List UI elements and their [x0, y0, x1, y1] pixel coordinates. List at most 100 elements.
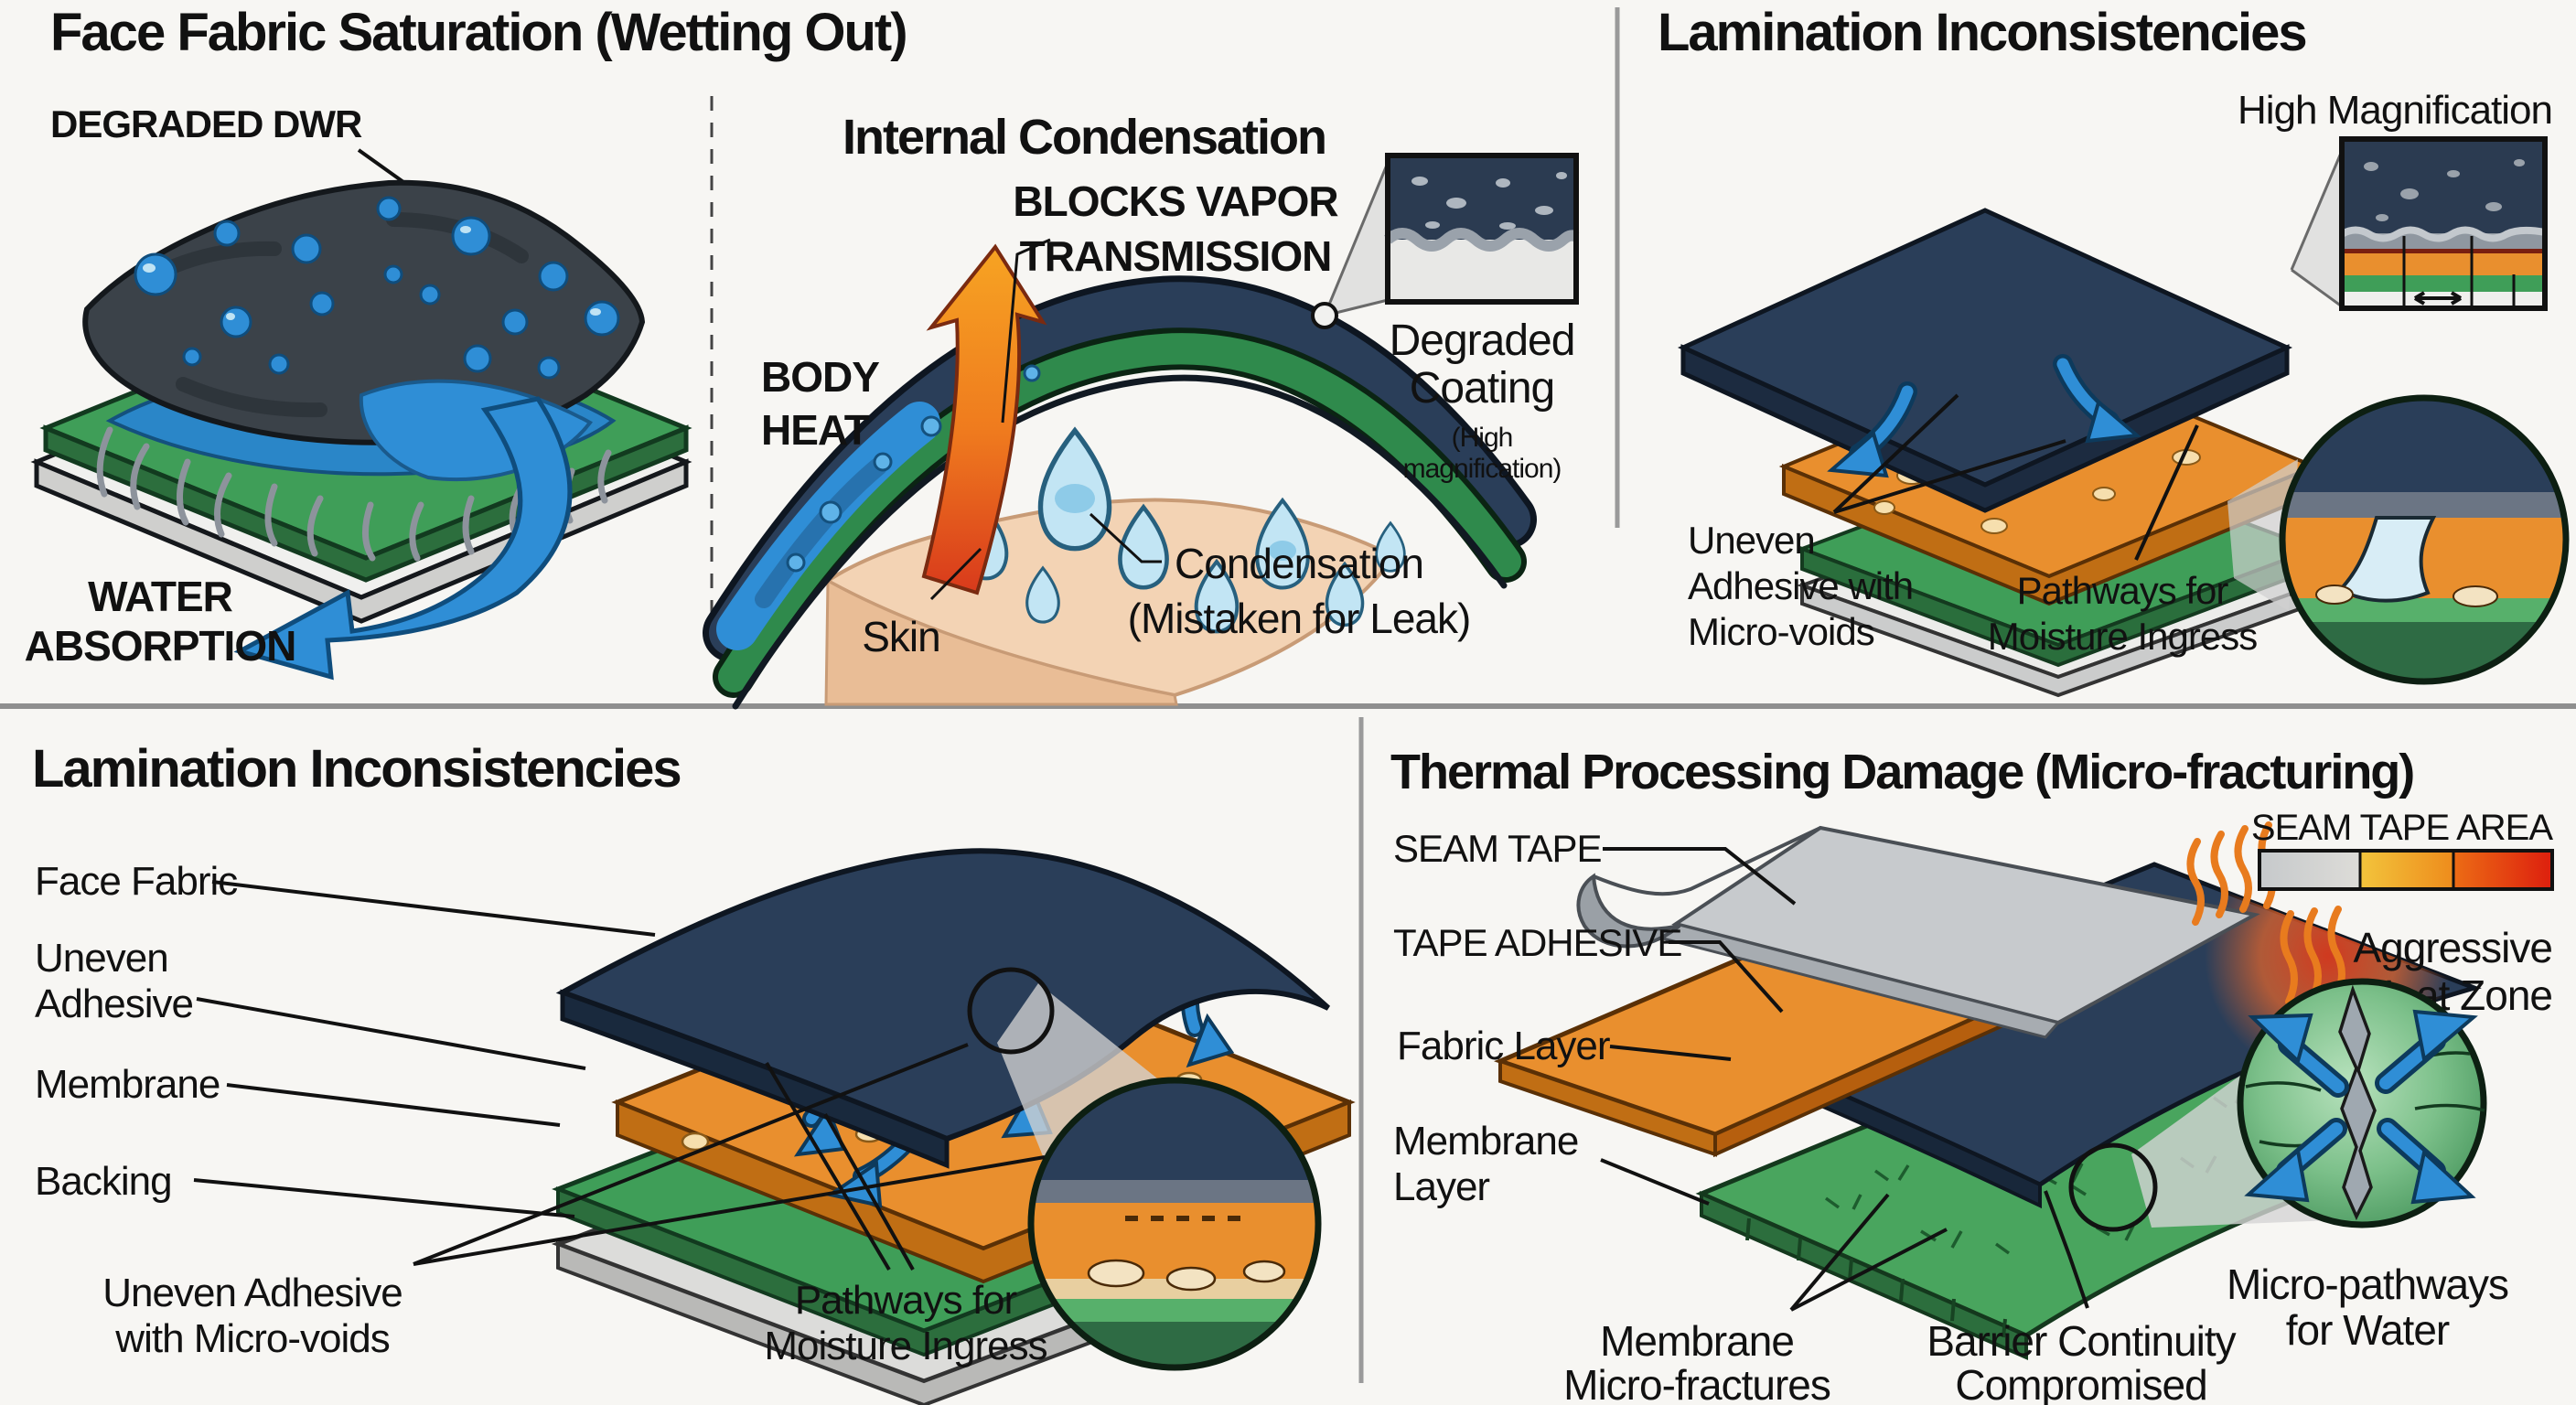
condensation-droplets	[939, 431, 1406, 632]
water-spread-arrows	[2244, 1009, 2478, 1205]
box-red-line	[2342, 249, 2545, 253]
inset-source-marker	[1311, 302, 1338, 329]
bar-cool-segment	[2259, 851, 2360, 889]
pathways-label-2: Moisture Ingress	[1988, 615, 2257, 658]
high-magnification-note-2: magnification)	[1403, 454, 1562, 484]
bar-warm-segment	[2360, 851, 2453, 889]
condensation-label-1: Condensation	[1175, 540, 1423, 587]
circle-border	[2279, 394, 2570, 685]
panel-dividers	[0, 7, 2576, 1383]
wetted-fabric-illustration	[30, 179, 692, 681]
membrane-pointer	[226, 1083, 561, 1127]
pathways-label-2: Moisture Ingress	[764, 1324, 1046, 1368]
fabric-layer-pointer	[1609, 1045, 1732, 1061]
detail-source-marker	[2068, 1142, 2158, 1232]
degraded-coating-label-2: Coating	[1410, 364, 1554, 413]
bar-cell-dividers	[2358, 851, 2455, 889]
panel-lamination-top: Lamination Inconsistencies High Magnific…	[1658, 3, 2570, 698]
aggressive-label-1: Aggressive	[2353, 924, 2552, 971]
water-absorption-label-2: ABSORPTION	[25, 622, 296, 670]
bar-border	[2258, 849, 2554, 891]
box-membrane-band	[2342, 275, 2545, 292]
seam-tape-label: SEAM TAPE	[1393, 827, 1602, 870]
moisture-ingress-inset-circle	[2227, 394, 2570, 685]
seam-tape-pointer	[1603, 847, 1797, 906]
micro-fractures-pointer-lines	[1789, 1193, 1948, 1312]
panel5-title: Thermal Processing Damage (Micro-fractur…	[1390, 745, 2413, 799]
backing-pointer	[193, 1178, 575, 1218]
backing-side	[34, 458, 689, 624]
wet-patch-dark	[755, 457, 887, 608]
voids-label-1: Uneven Adhesive	[102, 1271, 402, 1315]
seam-tape-curl	[1576, 873, 1681, 949]
body-heat-arrow	[921, 243, 1047, 595]
panel3-title: Lamination Inconsistencies	[1658, 3, 2306, 62]
condensation-label-2: (Mistaken for Leak)	[1128, 595, 1471, 642]
membrane-edge-fractures	[1745, 1217, 2007, 1338]
blocks-vapor-pointer-line	[1001, 238, 1051, 424]
membrane-edge	[1700, 1190, 2028, 1361]
membrane-label: Membrane	[35, 1062, 220, 1107]
box-speckles	[2364, 159, 2525, 221]
barrier-pointer-line	[2044, 1190, 2089, 1309]
coating-flakes	[1411, 172, 1567, 230]
water-absorption-label-1: WATER	[88, 573, 232, 620]
face-fabric-pointer	[211, 880, 656, 937]
tape-adhesive-label: TAPE ADHESIVE	[1393, 921, 1681, 964]
detail-source-marker	[967, 967, 1055, 1055]
micro-pathways-inset	[2068, 978, 2487, 1232]
water-absorption-arrow	[233, 396, 573, 681]
membrane-layer-label-1: Membrane	[1393, 1119, 1578, 1164]
skin-label: Skin	[862, 613, 939, 660]
panel2-title: Internal Condensation	[843, 110, 1326, 165]
box-adhesive-band	[2342, 253, 2545, 275]
uneven-adhesive-label-2: Adhesive with	[1688, 564, 1913, 607]
box-border	[2339, 136, 2548, 311]
face-fabric-label: Face Fabric	[35, 859, 237, 904]
skin-front	[824, 578, 1178, 706]
uneven-adhesive-pointer-lines	[1832, 393, 2066, 514]
inset-border	[1385, 153, 1579, 305]
face-fabric-layer-side	[1680, 344, 2290, 513]
membrane-side	[43, 424, 689, 583]
arched-fabric	[703, 275, 1537, 710]
pathways-label-1: Pathways for	[2017, 569, 2229, 612]
heat-waves-icon	[2186, 821, 2276, 926]
high-magnification-note-1: (High	[1452, 423, 1513, 453]
barrier-label-1: Barrier Continuity	[1927, 1317, 2236, 1365]
high-magnification-inset-box	[2290, 136, 2548, 311]
micro-pathways-label-2: for Water	[2286, 1306, 2450, 1354]
tape-adhesive-pointer	[1669, 940, 1784, 1014]
membrane-arc	[718, 333, 1521, 692]
face-fabric-edge	[560, 989, 950, 1169]
backing-label: Backing	[35, 1159, 172, 1204]
blocks-vapor-label-2: TRANSMISSION	[1020, 232, 1332, 280]
box-coating-wave	[2339, 226, 2546, 242]
inner-arc-line	[732, 374, 1508, 710]
central-fissure	[2338, 984, 2377, 1221]
pathways-label-1: Pathways for	[795, 1278, 1017, 1323]
panel-thermal-damage: Thermal Processing Damage (Micro-fractur…	[1390, 745, 2554, 1405]
uneven-adhesive-label-3: Micro-voids	[1688, 610, 1874, 653]
voids-pointer-lines	[413, 1043, 1046, 1266]
panel-face-fabric-saturation: Face Fabric Saturation (Wetting Out) DEG…	[25, 3, 908, 681]
exploded-stack-top-right	[1677, 208, 2320, 698]
box-wedge-lines	[2290, 150, 2344, 308]
degraded-coating-inset	[1311, 153, 1580, 329]
panel-lamination-bottom: Lamination Inconsistencies	[32, 739, 1356, 1405]
skin-pointer-line	[929, 547, 982, 601]
uneven-label-1: Uneven	[35, 936, 168, 981]
box-measure-lines	[2402, 236, 2516, 308]
voids-label-2: with Micro-voids	[114, 1316, 389, 1361]
uneven-adhesive-label-1: Uneven	[1688, 519, 1815, 562]
degraded-coating-label-1: Degraded	[1390, 316, 1575, 365]
box-measure-arrow	[2413, 291, 2463, 306]
face-fabric-scoop-line	[1132, 989, 1330, 1039]
barrier-label-2: Compromised	[1955, 1361, 2206, 1405]
degraded-coating-wave	[1384, 228, 1580, 252]
crack-hairlines	[2245, 1051, 2485, 1148]
panel1-title: Face Fabric Saturation (Wetting Out)	[50, 3, 907, 62]
pathways-pointer-line	[2134, 424, 2199, 561]
